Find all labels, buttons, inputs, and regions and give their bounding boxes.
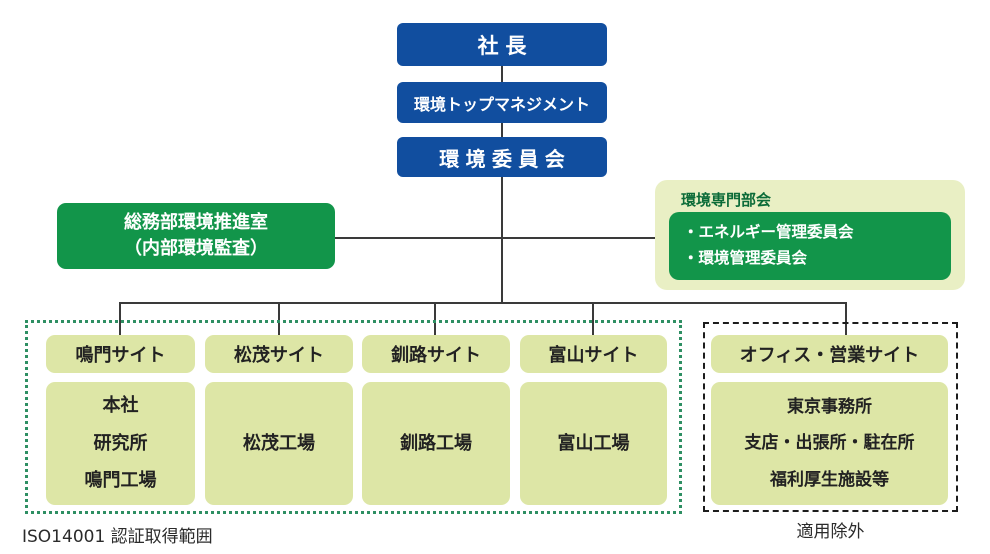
connector-drop-kushiro <box>434 302 436 335</box>
site-header-kushiro: 釧路サイト <box>362 335 510 373</box>
site-members-matsushige: 松茂工場 <box>205 382 353 505</box>
expert-panel-item: ・環境管理委員会 <box>683 249 808 267</box>
site-header-matsushige: 松茂サイト <box>205 335 353 373</box>
site-header-toyama: 富山サイト <box>520 335 667 373</box>
top-management-box: 環境トップマネジメント <box>397 82 607 123</box>
connector-topmgmt-committee <box>501 123 503 137</box>
connector-committee-branch <box>501 177 503 304</box>
certification-scope-box <box>25 320 682 514</box>
connector-drop-naruto <box>119 302 121 335</box>
expert-panel: 環境専門部会 ・エネルギー管理委員会 ・環境管理委員会 <box>655 180 965 290</box>
connector-drop-toyama <box>592 302 594 335</box>
site-member: 鳴門工場 <box>84 470 157 492</box>
expert-panel-title: 環境専門部会 <box>681 191 772 209</box>
site-members-toyama: 富山工場 <box>520 382 667 505</box>
site-member: 東京事務所 <box>787 396 872 417</box>
president-box: 社長 <box>397 23 607 66</box>
admin-office-line1: 総務部環境推進室 <box>124 211 268 233</box>
site-member: 釧路工場 <box>400 432 472 454</box>
site-members-kushiro: 釧路工場 <box>362 382 510 505</box>
site-members-office: 東京事務所 支店・出張所・駐在所 福利厚生施設等 <box>711 382 948 505</box>
site-member: 福利厚生施設等 <box>770 469 889 490</box>
exemption-box <box>703 322 958 512</box>
committee-box: 環境委員会 <box>397 137 607 177</box>
connector-president-topmgmt <box>501 66 503 82</box>
site-header-office: オフィス・営業サイト <box>711 335 948 373</box>
expert-panel-item: ・エネルギー管理委員会 <box>683 223 854 242</box>
site-member: 松茂工場 <box>243 432 315 454</box>
admin-office-box: 総務部環境推進室 （内部環境監査） <box>57 203 335 269</box>
site-member: 富山工場 <box>557 432 630 454</box>
connector-admin-panel <box>335 237 656 239</box>
site-member: 支店・出張所・駐在所 <box>744 433 915 454</box>
connector-branch-horizontal <box>119 302 847 304</box>
certification-scope-caption: ISO14001 認証取得範囲 <box>22 527 213 547</box>
site-member: 本社 <box>102 394 139 416</box>
connector-drop-matsushige <box>278 302 280 335</box>
admin-office-line2: （内部環境監査） <box>124 238 268 259</box>
site-members-naruto: 本社 研究所 鳴門工場 <box>46 382 195 505</box>
connector-drop-office <box>845 302 847 335</box>
exemption-caption: 適用除外 <box>796 522 865 542</box>
expert-panel-list: ・エネルギー管理委員会 ・環境管理委員会 <box>669 212 951 280</box>
site-member: 研究所 <box>93 432 148 454</box>
site-header-naruto: 鳴門サイト <box>46 335 195 373</box>
